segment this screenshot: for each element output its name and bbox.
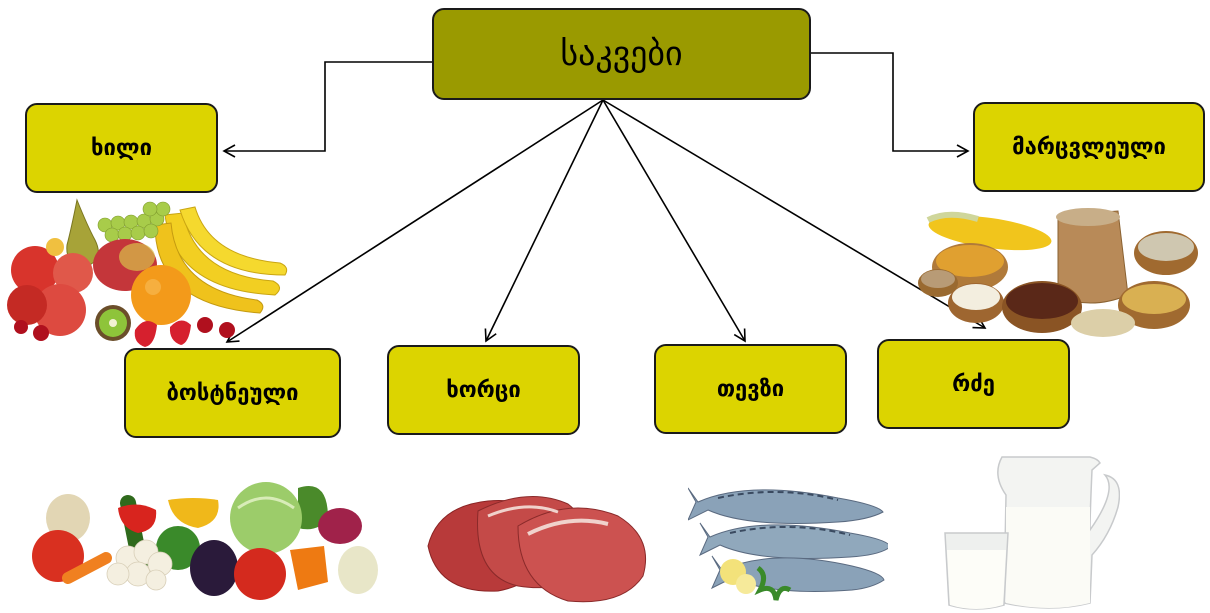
- root-node: საკვები: [432, 8, 811, 100]
- arrow-to-fish: [602, 99, 746, 343]
- grains-image: [918, 208, 1198, 337]
- fruit-image: [7, 198, 288, 347]
- category-vegetables-label: ბოსტნეული: [166, 380, 299, 406]
- category-vegetables: ბოსტნეული: [124, 348, 341, 438]
- root-label: საკვები: [560, 34, 683, 74]
- arrow-to-vegetables: [225, 99, 604, 343]
- arrow-to-fruit: [222, 61, 432, 158]
- arrow-to-meat: [484, 99, 604, 343]
- milk-image: [944, 456, 1120, 610]
- category-milk-label: რძე: [952, 371, 995, 397]
- category-grains: მარცვლეული: [973, 102, 1205, 192]
- arrow-to-grains: [810, 52, 970, 158]
- category-fish-label: თევზი: [716, 376, 785, 402]
- category-grains-label: მარცვლეული: [1012, 134, 1166, 160]
- vegetables-image: [32, 482, 378, 600]
- fish-image: [688, 487, 888, 601]
- category-meat-label: ხორცი: [446, 377, 521, 403]
- category-meat: ხორცი: [387, 345, 580, 435]
- category-fruit: ხილი: [25, 103, 218, 193]
- category-fruit-label: ხილი: [91, 135, 152, 161]
- category-milk: რძე: [877, 339, 1070, 429]
- category-fish: თევზი: [654, 344, 847, 434]
- meat-image: [427, 495, 647, 603]
